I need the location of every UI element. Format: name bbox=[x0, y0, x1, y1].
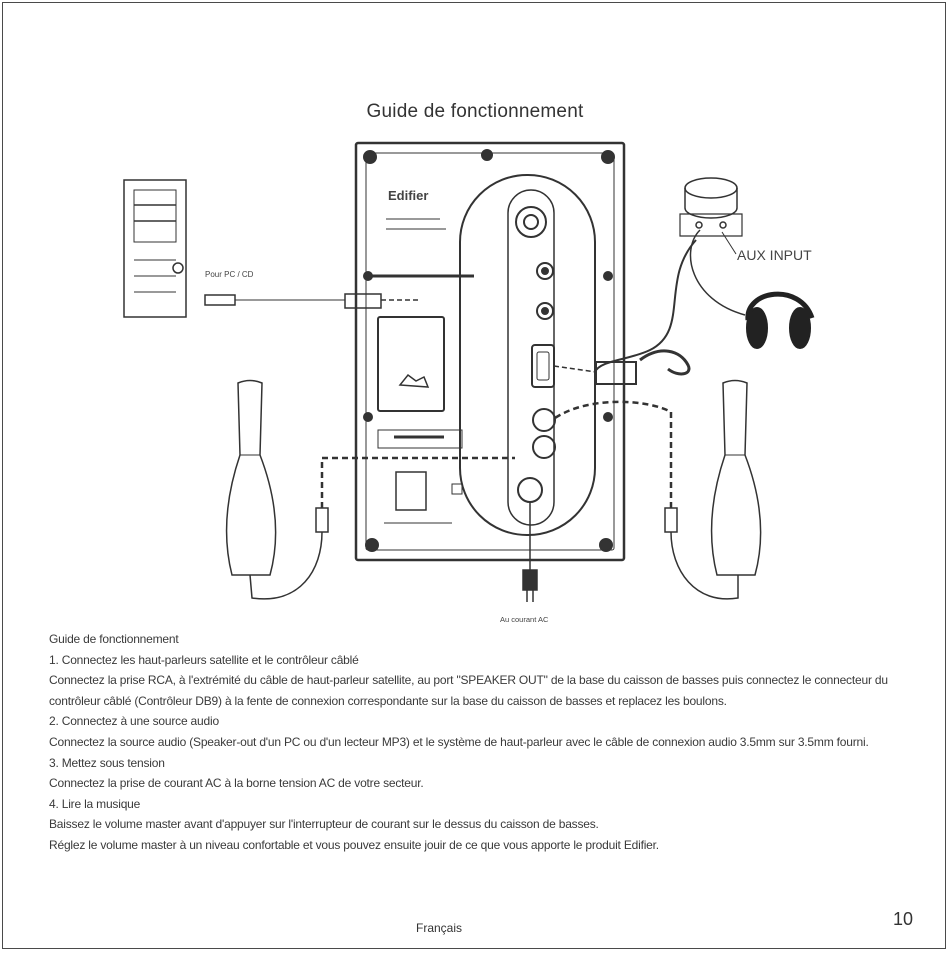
db9-connector bbox=[595, 361, 637, 385]
instruction-heading: Guide de fonctionnement bbox=[49, 632, 179, 646]
instruction-step-4-text-a: Baissez le volume master avant d'appuyer… bbox=[49, 817, 599, 832]
pc-audio-cable bbox=[204, 293, 420, 309]
right-satellite-speaker bbox=[664, 379, 762, 600]
instruction-step-2-title: 2. Connectez à une source audio bbox=[49, 714, 219, 729]
diagram-title: Guide de fonctionnement bbox=[366, 101, 584, 122]
instruction-step-3-title: 3. Mettez sous tension bbox=[49, 755, 165, 770]
subwoofer-back-panel: Edifier bbox=[354, 141, 626, 562]
pc-tower-icon bbox=[123, 179, 187, 318]
brand-label: Edifier bbox=[388, 188, 428, 203]
aux-input-label: AUX INPUT bbox=[737, 247, 812, 263]
instruction-step-1-title: 1. Connectez les haut-parleurs satellite… bbox=[49, 652, 359, 667]
page-number: 10 bbox=[893, 909, 914, 929]
power-plug-icon bbox=[522, 502, 538, 602]
ac-outlet-label: Au courant AC bbox=[500, 615, 549, 624]
headphones-icon bbox=[745, 291, 815, 349]
instruction-step-4-text-b: Réglez le volume master à un niveau conf… bbox=[49, 837, 659, 852]
instruction-step-2-text: Connectez la source audio (Speaker-out d… bbox=[49, 734, 869, 749]
footer-language: Français bbox=[416, 921, 463, 935]
wired-controller-icon bbox=[679, 177, 743, 237]
left-satellite-speaker bbox=[225, 379, 329, 600]
instructions: Guide de fonctionnement 1. Connectez les… bbox=[49, 629, 909, 856]
instruction-step-3-text: Connectez la prise de courant AC à la bo… bbox=[49, 776, 424, 791]
instruction-step-4-title: 4. Lire la musique bbox=[49, 796, 141, 811]
pc-cd-label: Pour PC / CD bbox=[205, 270, 254, 279]
instruction-step-1-text: Connectez la prise RCA, à l'extrémité du… bbox=[49, 673, 888, 708]
